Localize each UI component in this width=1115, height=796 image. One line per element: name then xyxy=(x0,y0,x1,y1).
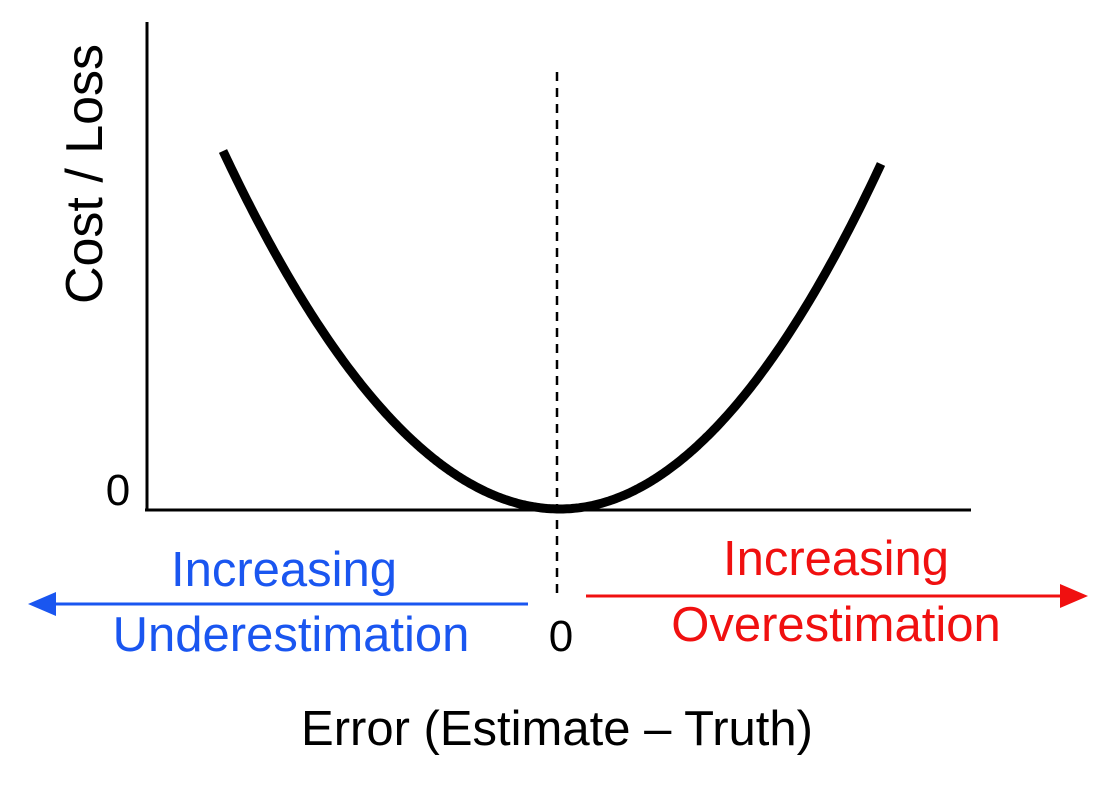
overestimation-annotation: Increasing Overestimation xyxy=(586,532,1088,652)
underestimation-line1: Increasing xyxy=(171,543,397,597)
overestimation-arrowhead-icon xyxy=(1060,584,1088,608)
y-zero-label: 0 xyxy=(106,466,130,515)
overestimation-line2: Overestimation xyxy=(671,598,1001,652)
underestimation-arrowhead-icon xyxy=(28,592,56,616)
underestimation-line2: Underestimation xyxy=(113,608,470,662)
x-zero-label: 0 xyxy=(549,612,573,661)
loss-curve xyxy=(218,149,886,514)
underestimation-annotation: Increasing Underestimation xyxy=(28,543,528,662)
overestimation-line1: Increasing xyxy=(723,532,949,586)
y-axis-label: Cost / Loss xyxy=(56,44,114,304)
x-axis-label: Error (Estimate – Truth) xyxy=(301,702,813,756)
